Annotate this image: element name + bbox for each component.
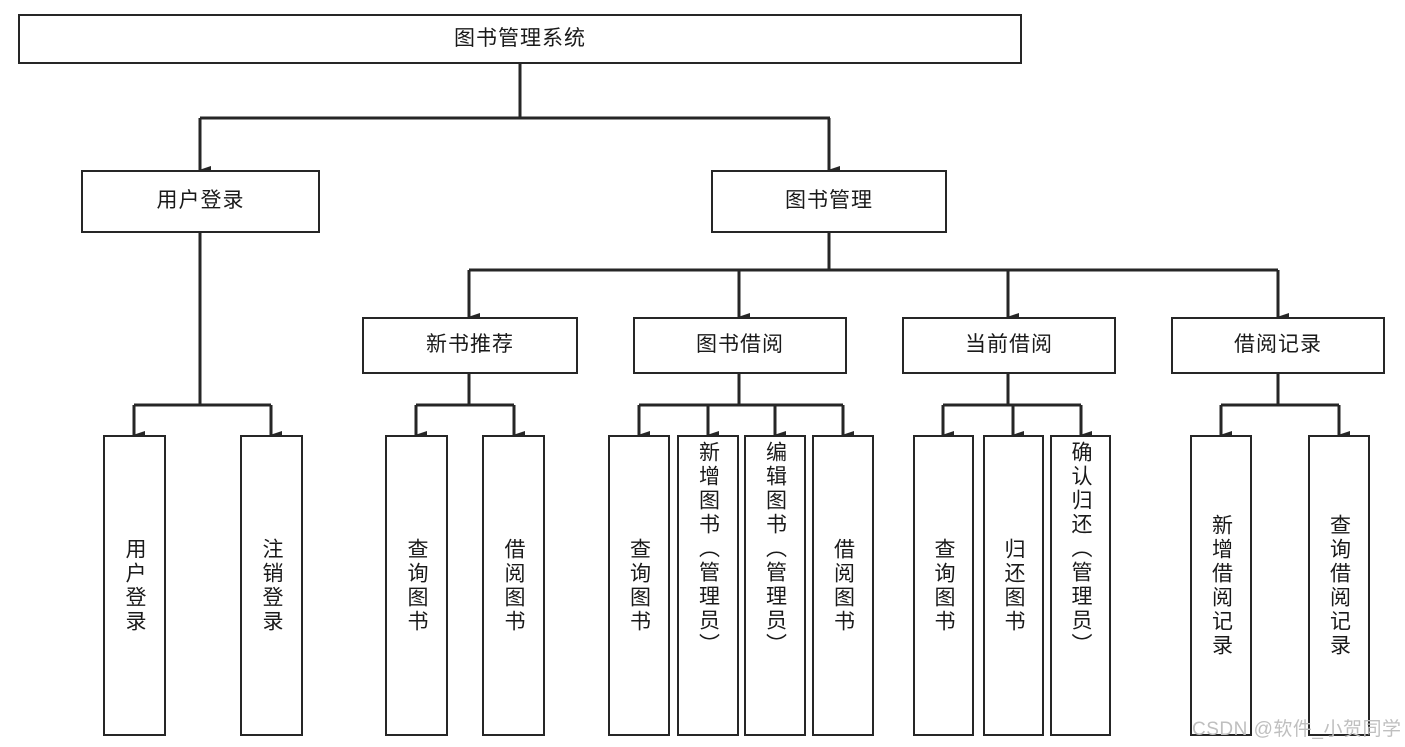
node-leaf-query-book-recommend[interactable]: 查询图书 bbox=[385, 435, 448, 736]
node-label: 查询借阅记录 bbox=[1327, 513, 1351, 658]
node-leaf-edit-book-admin[interactable]: 编辑图书（管理员） bbox=[744, 435, 806, 736]
node-label: 用户登录 bbox=[156, 189, 245, 213]
node-label: 查询图书 bbox=[932, 537, 955, 634]
node-leaf-add-book-admin[interactable]: 新增图书（管理员） bbox=[677, 435, 739, 736]
node-current-borrow[interactable]: 当前借阅 bbox=[902, 317, 1116, 374]
node-label: 查询图书 bbox=[405, 537, 428, 634]
node-label: 确认归还（管理员） bbox=[1069, 441, 1092, 657]
node-leaf-confirm-return-admin[interactable]: 确认归还（管理员） bbox=[1050, 435, 1111, 736]
edge-group bbox=[132, 64, 1350, 439]
node-book-manage[interactable]: 图书管理 bbox=[711, 170, 947, 233]
node-label: 查询图书 bbox=[627, 537, 651, 634]
node-leaf-query-book-current[interactable]: 查询图书 bbox=[913, 435, 974, 736]
node-leaf-return-book[interactable]: 归还图书 bbox=[983, 435, 1044, 736]
node-label: 借阅记录 bbox=[1234, 333, 1322, 357]
node-label: 图书借阅 bbox=[696, 333, 784, 357]
node-leaf-query-book-borrow[interactable]: 查询图书 bbox=[608, 435, 670, 736]
node-label: 新增图书（管理员） bbox=[696, 441, 720, 657]
node-label: 编辑图书（管理员） bbox=[763, 441, 787, 657]
node-label: 新书推荐 bbox=[426, 333, 514, 357]
node-label: 新增借阅记录 bbox=[1209, 513, 1233, 658]
node-label: 图书管理 bbox=[785, 189, 873, 213]
watermark-text: CSDN @软件_小贺同学 bbox=[1192, 719, 1402, 740]
node-label: 用户登录 bbox=[123, 537, 146, 634]
node-leaf-borrow-book-recommend[interactable]: 借阅图书 bbox=[482, 435, 545, 736]
node-user-login[interactable]: 用户登录 bbox=[81, 170, 320, 233]
node-book-borrow[interactable]: 图书借阅 bbox=[633, 317, 847, 374]
node-new-book-recommend[interactable]: 新书推荐 bbox=[362, 317, 578, 374]
node-label: 借阅图书 bbox=[502, 537, 525, 634]
node-leaf-query-borrow-record[interactable]: 查询借阅记录 bbox=[1308, 435, 1370, 736]
node-label: 借阅图书 bbox=[831, 537, 855, 634]
node-label: 归还图书 bbox=[1002, 537, 1025, 634]
node-label: 当前借阅 bbox=[965, 333, 1053, 357]
node-label: 图书管理系统 bbox=[454, 26, 586, 50]
node-borrow-record[interactable]: 借阅记录 bbox=[1171, 317, 1385, 374]
node-leaf-borrow-book[interactable]: 借阅图书 bbox=[812, 435, 874, 736]
node-leaf-user-login[interactable]: 用户登录 bbox=[103, 435, 166, 736]
node-leaf-user-logout[interactable]: 注销登录 bbox=[240, 435, 303, 736]
node-label: 注销登录 bbox=[260, 537, 283, 634]
node-leaf-add-borrow-record[interactable]: 新增借阅记录 bbox=[1190, 435, 1252, 736]
node-root[interactable]: 图书管理系统 bbox=[18, 14, 1022, 64]
